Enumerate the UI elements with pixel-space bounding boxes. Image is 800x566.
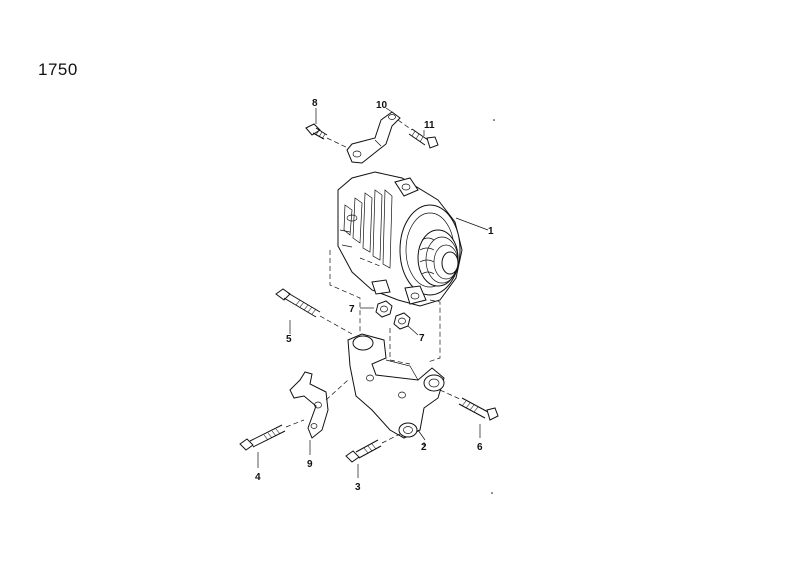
callout-part-11: 11	[424, 120, 435, 131]
callout-part-9: 9	[307, 459, 313, 470]
alternator-drawing	[337, 171, 489, 307]
bracket-2-drawing	[347, 333, 445, 441]
callout-part-7a: 7	[349, 304, 355, 315]
callout-part-2: 2	[421, 442, 427, 453]
callout-part-7b: 7	[419, 333, 425, 344]
callout-part-6: 6	[477, 442, 483, 453]
callout-part-4: 4	[255, 472, 261, 483]
bolt-8-drawing	[305, 123, 353, 151]
bolt-3-drawing	[345, 433, 401, 478]
nut-7b-drawing	[393, 312, 419, 336]
callout-part-3: 3	[355, 482, 361, 493]
bolt-4-drawing	[239, 419, 305, 468]
callout-part-1: 1	[488, 226, 494, 237]
page-number: 1750	[38, 60, 78, 79]
callout-part-10: 10	[376, 100, 388, 111]
callout-part-5: 5	[286, 334, 292, 345]
bracket-9-drawing	[289, 371, 349, 455]
nut-7a-drawing	[360, 300, 393, 318]
bracket-10-drawing	[346, 111, 401, 164]
bolt-11-drawing	[397, 119, 439, 149]
bolt-6-drawing	[439, 389, 499, 438]
bolt-5-drawing	[275, 288, 353, 335]
callout-part-8: 8	[312, 98, 318, 109]
